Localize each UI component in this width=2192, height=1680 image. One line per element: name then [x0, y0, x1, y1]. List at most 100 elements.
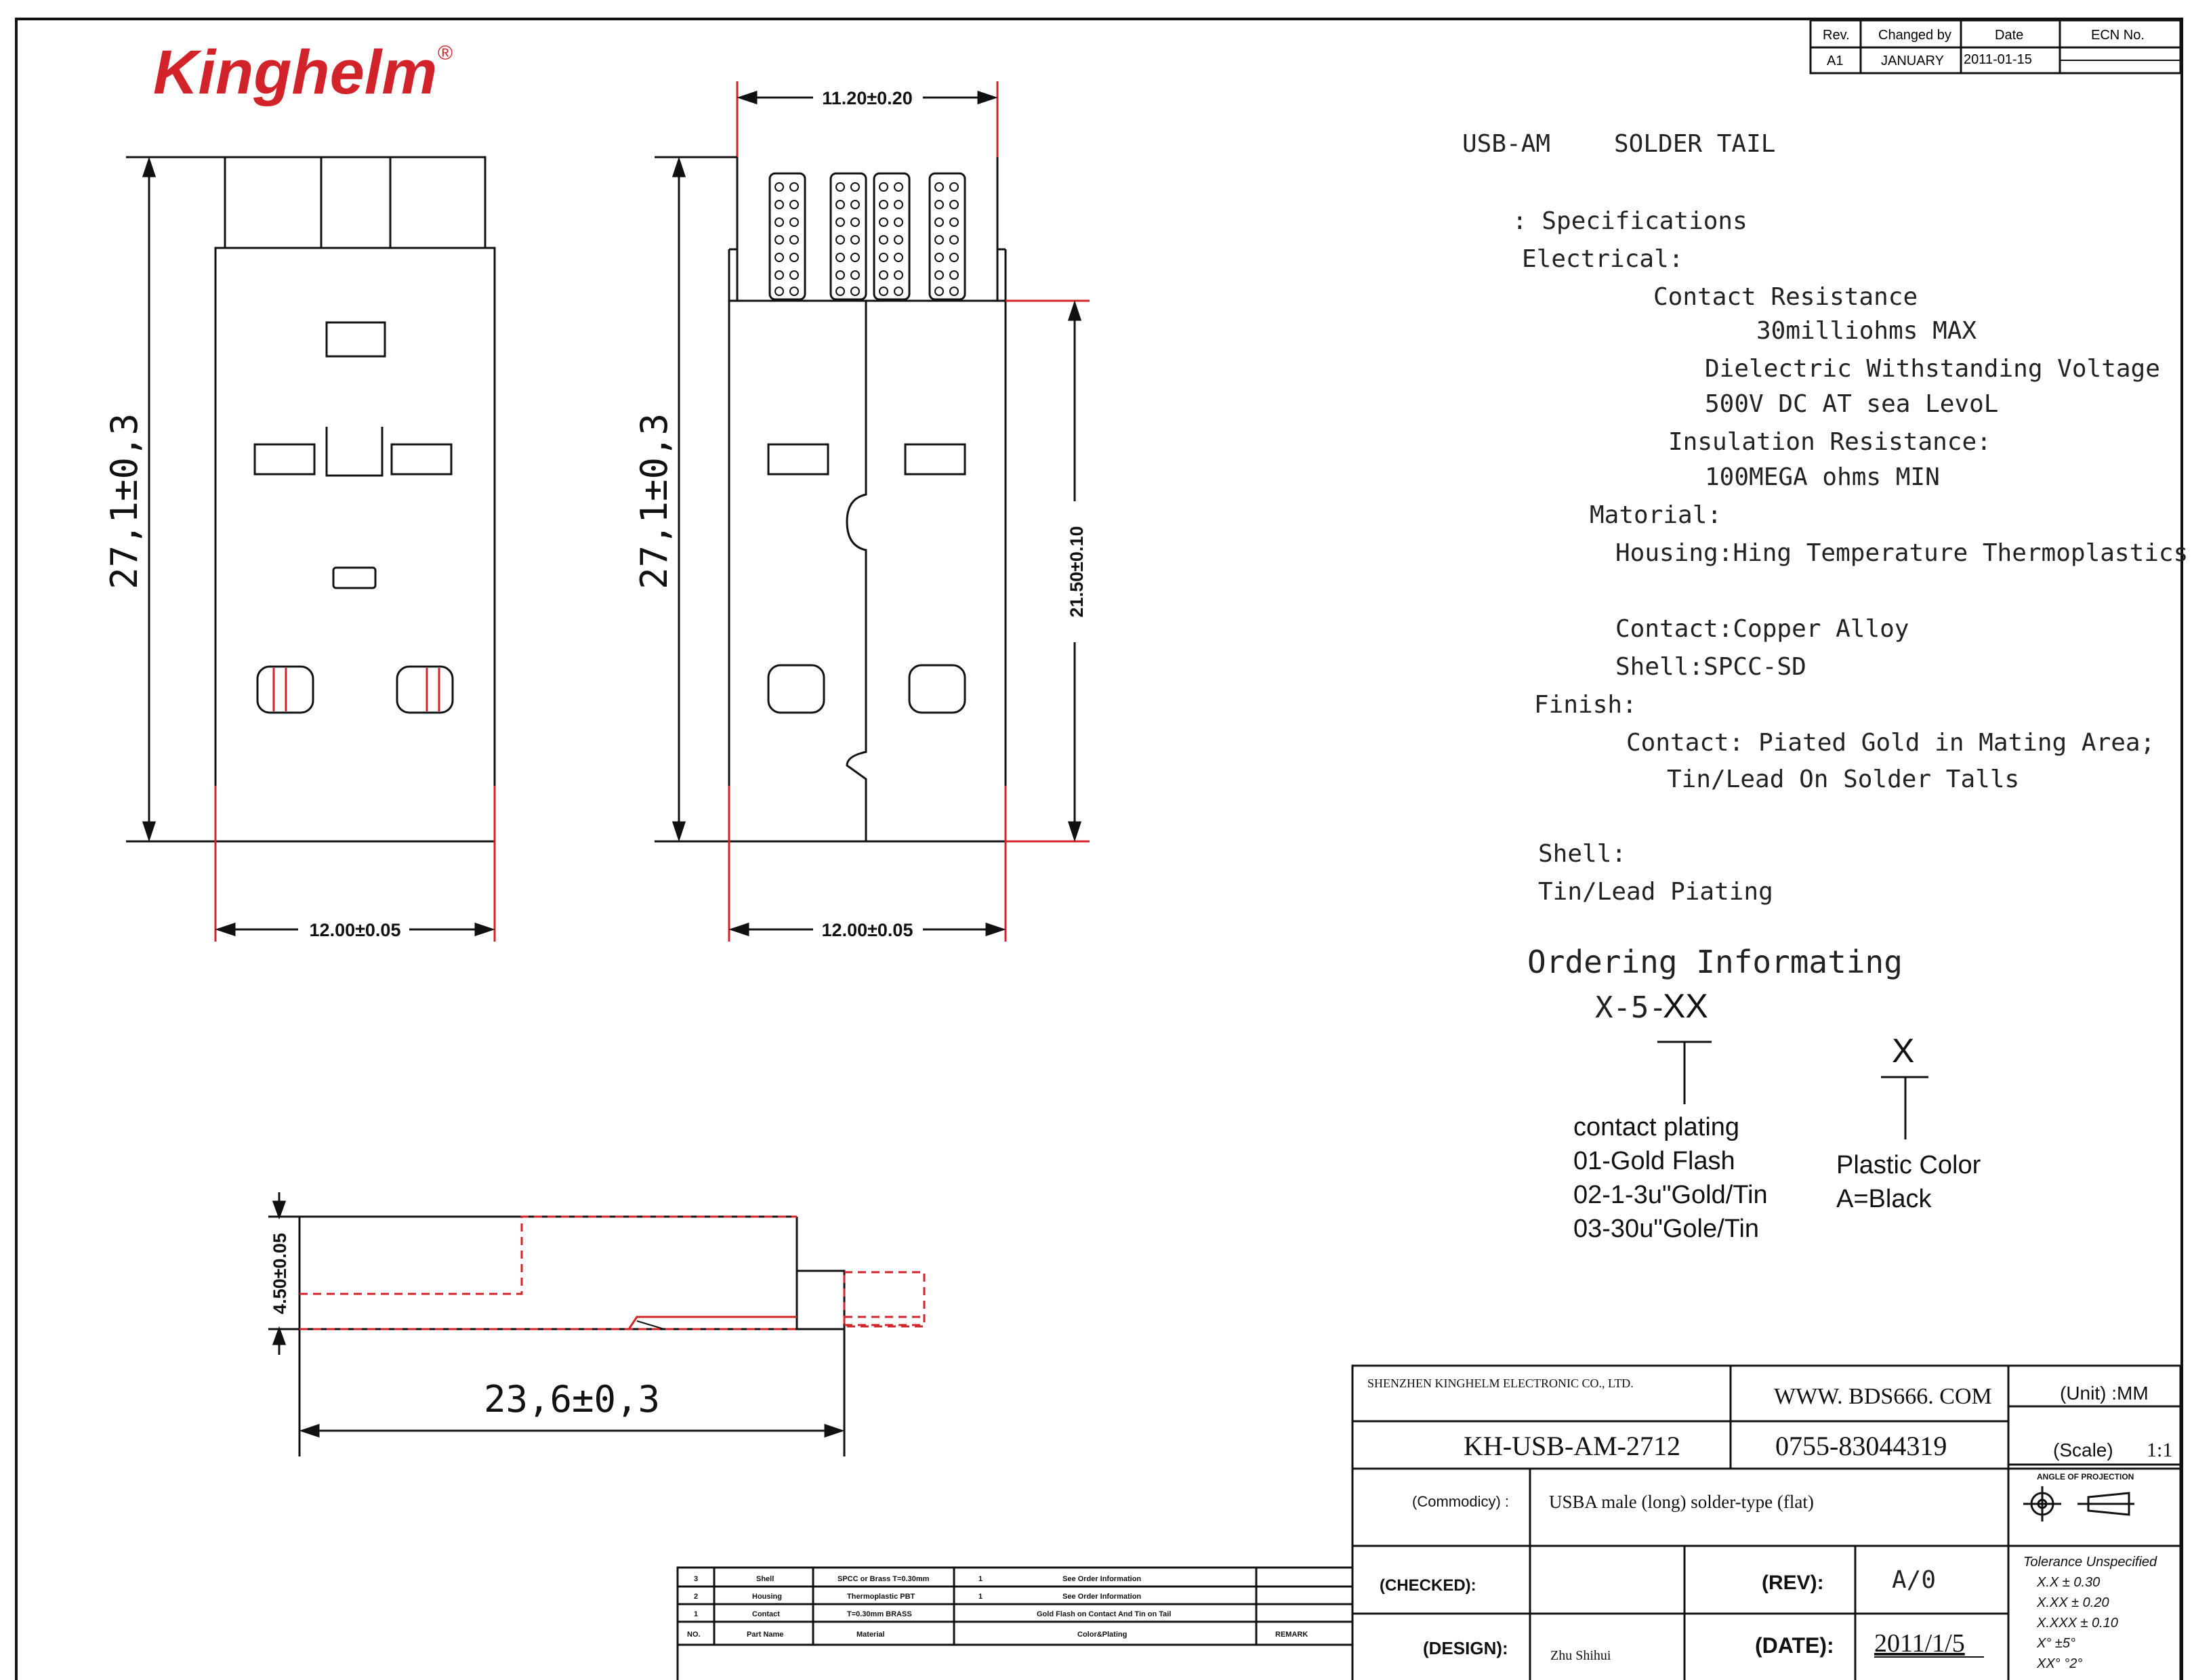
- kinghelm-logo: Kinghelm ®: [153, 38, 453, 107]
- specification-block: USB-AM SOLDER TAIL : Specifications Elec…: [1462, 130, 2192, 906]
- bom-row-1-no: 1: [694, 1610, 698, 1618]
- spec-heading: : Specifications: [1512, 207, 1748, 235]
- bom-row-1-material: T=0.30mm BRASS: [847, 1610, 912, 1618]
- designer-name: Zhu Shihui: [1550, 1648, 1611, 1663]
- bom-header-color: Color&Plating: [1077, 1631, 1127, 1639]
- bom-row-1-part: Contact: [752, 1610, 780, 1618]
- spec-finish: Finish:: [1534, 691, 1637, 719]
- ecn-header: ECN No.: [2091, 28, 2145, 43]
- front-height-dimension: 27,1±0,3: [103, 413, 146, 589]
- bom-row-1-color: Gold Flash on Contact And Tin on Tail: [1037, 1610, 1171, 1618]
- bom-row-3-color: See Order Information: [1062, 1575, 1141, 1583]
- bom-row-2-qty: 1: [978, 1593, 983, 1601]
- side-width-dimension: 12.00±0.05: [822, 920, 913, 940]
- scale-value: 1:1: [2147, 1439, 2172, 1461]
- inner-height-dimension: 21.50±0.10: [1067, 526, 1087, 618]
- spec-contact-resistance: Contact Resistance: [1653, 283, 1918, 311]
- front-width-dimension: 12.00±0.05: [310, 920, 401, 940]
- spec-insulation-value: 100MEGA ohms MIN: [1705, 463, 1940, 491]
- rev-value: A1: [1827, 54, 1843, 68]
- date-header: Date: [1995, 28, 2023, 43]
- tolerance-4: X° ±5°: [2036, 1636, 2075, 1651]
- spec-dielectric-value: 500V DC AT sea LevoL: [1705, 390, 1998, 418]
- plating-option-3: 03-30u"Gole/Tin: [1573, 1215, 1759, 1243]
- tolerance-1: X.X ± 0.30: [2036, 1575, 2100, 1590]
- date-value: 2011-01-15: [1964, 52, 2032, 67]
- scale-label: (Scale): [2053, 1440, 2113, 1461]
- title-block: SHENZHEN KINGHELM ELECTRONIC CO., LTD. W…: [1351, 1364, 2182, 1680]
- revision-table: Rev. Changed by Date ECN No. A1 JANUARY …: [1809, 19, 2182, 75]
- checked-label: (CHECKED):: [1380, 1576, 1476, 1595]
- ordering-heading: Ordering Informating: [1527, 944, 1903, 980]
- projection-label: ANGLE OF PROJECTION: [2037, 1472, 2134, 1482]
- tolerance-2: X.XX ± 0.20: [2036, 1595, 2109, 1610]
- design-label: (DESIGN):: [1423, 1638, 1508, 1658]
- changed-by-value: JANUARY: [1881, 54, 1944, 68]
- bom-row-3-material: SPCC or Brass T=0.30mm: [837, 1575, 930, 1583]
- spec-contact-resistance-value: 30milliohms MAX: [1756, 317, 1977, 345]
- logo-registered-mark: ®: [438, 42, 453, 64]
- rev-label: (REV):: [1762, 1572, 1824, 1594]
- spec-electrical: Electrical:: [1522, 245, 1683, 273]
- plating-option-1: 01-Gold Flash: [1573, 1147, 1735, 1175]
- profile-length-dimension: 23,6±0,3: [484, 1378, 660, 1421]
- plating-option-2: 02-1-3u"Gold/Tin: [1573, 1181, 1768, 1209]
- spec-finish-tail: Tin/Lead On Solder Talls: [1667, 765, 2019, 793]
- spec-dielectric: Dielectric Withstanding Voltage: [1705, 355, 2160, 383]
- commodity-value: USBA male (long) solder-type (flat): [1549, 1492, 1814, 1512]
- color-option: A=Black: [1836, 1185, 1932, 1213]
- bom-row-3-part: Shell: [756, 1575, 774, 1583]
- projection-symbol: [2023, 1486, 2134, 1521]
- bom-header-part: Part Name: [747, 1631, 783, 1639]
- profile-height-dimension: 4.50±0.05: [270, 1233, 290, 1314]
- part-number: KH-USB-AM-2712: [1464, 1431, 1680, 1461]
- top-width-dimension: 11.20±0.20: [822, 88, 912, 108]
- bom-row-3-qty: 1: [978, 1575, 983, 1583]
- side-view: [655, 81, 1090, 942]
- bom-header-no: NO.: [687, 1631, 701, 1639]
- ordering-information: Ordering Informating X-5- XX X contact p…: [1527, 944, 1981, 1243]
- part-title: USB-AM: [1462, 130, 1550, 158]
- sheet-border: [15, 18, 2183, 1680]
- spec-material: Matorial:: [1590, 501, 1722, 529]
- company-name: SHENZHEN KINGHELM ELECTRONIC CO., LTD.: [1367, 1377, 1634, 1390]
- commodity-label: (Commodicy) :: [1412, 1493, 1509, 1510]
- profile-view: [268, 1192, 926, 1456]
- tolerance-5: XX° °2°: [2036, 1656, 2082, 1671]
- tolerance-title: Tolerance Unspecified: [2023, 1555, 2157, 1570]
- bom-row-2-part: Housing: [752, 1593, 782, 1601]
- spec-insulation: Insulation Resistance:: [1668, 428, 1991, 456]
- bom-row-2-color: See Order Information: [1062, 1593, 1141, 1601]
- spec-housing: Housing:Hing Temperature Thermoplastics,: [1615, 539, 2192, 567]
- rev-header: Rev.: [1823, 28, 1850, 43]
- spec-shell-finish: Shell:: [1538, 840, 1626, 868]
- website: WWW. BDS666. COM: [1774, 1384, 1992, 1409]
- date-label: (DATE):: [1755, 1633, 1834, 1658]
- spec-contact-material: Contact:Copper Alloy: [1615, 615, 1909, 643]
- color-code: X: [1892, 1032, 1914, 1070]
- spec-shell-finish-value: Tin/Lead Piating: [1538, 878, 1773, 906]
- ordering-code-suffix: XX: [1663, 987, 1708, 1025]
- color-title: Plastic Color: [1836, 1151, 1981, 1179]
- tolerance-3: X.XXX ± 0.10: [2036, 1616, 2118, 1631]
- bom-header-material: Material: [856, 1631, 885, 1639]
- ordering-code-prefix: X-5-: [1595, 990, 1667, 1025]
- phone-number: 0755-83044319: [1775, 1431, 1947, 1461]
- date-value: 2011/1/5: [1874, 1629, 1965, 1658]
- side-height-dimension: 27,1±0,3: [633, 413, 676, 589]
- bom-header-remark: REMARK: [1275, 1631, 1308, 1639]
- bom-row-2-no: 2: [694, 1593, 698, 1601]
- spec-finish-contact: Contact: Piated Gold in Mating Area;: [1626, 729, 2155, 757]
- bom-row-3-no: 3: [694, 1575, 698, 1583]
- plating-title: contact plating: [1573, 1113, 1739, 1141]
- front-view: [126, 156, 496, 942]
- logo-text: Kinghelm: [153, 38, 437, 107]
- unit-label: (Unit) :MM: [2060, 1383, 2149, 1404]
- rev-value: A/0: [1892, 1566, 1936, 1594]
- spec-shell-material: Shell:SPCC-SD: [1615, 653, 1806, 681]
- bill-of-materials: 3 Shell SPCC or Brass T=0.30mm 1 See Ord…: [676, 1566, 1354, 1680]
- part-type: SOLDER TAIL: [1614, 130, 1775, 158]
- changed-by-header: Changed by: [1878, 28, 1951, 43]
- bom-row-2-material: Thermoplastic PBT: [847, 1593, 915, 1601]
